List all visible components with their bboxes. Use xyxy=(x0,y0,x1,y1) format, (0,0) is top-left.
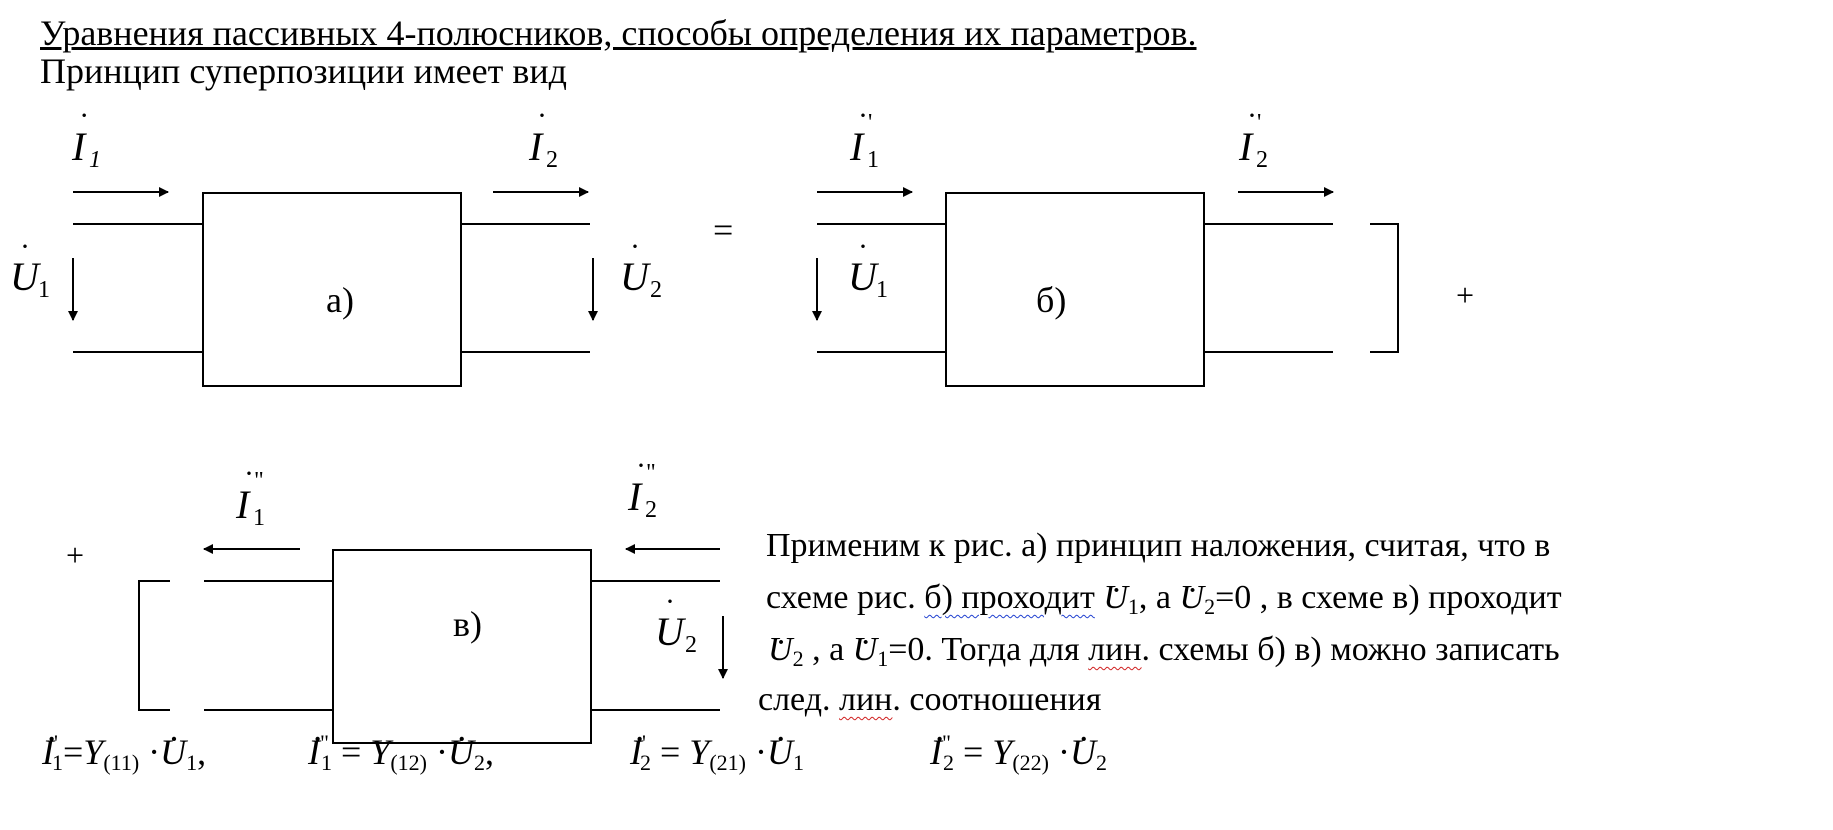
svg-text:U: U xyxy=(848,254,880,299)
page-subtitle: Принцип суперпозиции имеет вид xyxy=(40,51,567,91)
svg-text:I: I xyxy=(849,124,865,169)
svg-text:": " xyxy=(646,460,656,486)
svg-text:·: · xyxy=(244,457,254,490)
equation-4: ·I"2 = Y(22) ··U2 xyxy=(930,719,1107,775)
plus-sign-left: + xyxy=(66,537,84,573)
diagram-b-box xyxy=(945,192,1205,387)
paragraph-line-3: ·U2 , а ·U1=0. Тогда для лин. схемы б) в… xyxy=(768,624,1560,671)
svg-text:2: 2 xyxy=(1256,147,1268,173)
svg-text:U: U xyxy=(620,254,652,299)
equals-sign: = xyxy=(713,210,733,250)
diagram-b xyxy=(812,187,1399,387)
diagram-b-i1-label: I · 1 ' xyxy=(849,99,879,173)
svg-text:': ' xyxy=(1257,110,1261,136)
plus-sign-right: + xyxy=(1456,277,1474,313)
diagram-b-label: б) xyxy=(1036,280,1066,320)
diagram-b-i2-label: I · 2 ' xyxy=(1238,99,1268,173)
paragraph-line-1: Применим к рис. а) принцип наложения, сч… xyxy=(766,527,1551,564)
diagram-c-i2-label: I · 2 " xyxy=(627,449,657,523)
svg-text:U: U xyxy=(655,609,687,654)
diagram-c-i1-label: I · 1 " xyxy=(235,457,265,531)
svg-text:1: 1 xyxy=(876,277,888,303)
svg-text:·: · xyxy=(858,99,868,132)
svg-text:1: 1 xyxy=(253,505,265,531)
svg-text:1: 1 xyxy=(89,147,101,173)
svg-text:I: I xyxy=(235,482,251,527)
svg-text:2: 2 xyxy=(546,147,558,173)
svg-text:2: 2 xyxy=(650,277,662,303)
svg-text:·: · xyxy=(20,230,30,263)
svg-text:2: 2 xyxy=(685,632,697,658)
diagram-a-u1-label: U · 1 xyxy=(10,230,50,303)
svg-text:·: · xyxy=(665,585,675,618)
diagram-a-i2-label: I · 2 xyxy=(528,99,558,173)
svg-text:": " xyxy=(254,468,264,494)
page-title: Уравнения пассивных 4-полюсников, способ… xyxy=(40,13,1197,53)
svg-text:U: U xyxy=(10,254,42,299)
diagram-b-u1-label: U · 1 xyxy=(848,230,888,303)
diagram-a-label: а) xyxy=(326,280,354,320)
equation-2: ·I"1 = Y(12) ··U2, xyxy=(308,719,494,775)
svg-text:': ' xyxy=(868,110,872,136)
paragraph-line-4: след. лин. соотношения xyxy=(758,681,1102,718)
svg-text:1: 1 xyxy=(867,147,879,173)
svg-text:·: · xyxy=(858,230,868,263)
equation-3: ·I'2 = Y(21) ··U1 xyxy=(630,719,804,775)
diagram-a-box xyxy=(202,192,462,387)
diagram-c-u2-label: U · 2 xyxy=(655,585,697,658)
svg-text:·: · xyxy=(636,449,646,482)
svg-text:·: · xyxy=(1247,99,1257,132)
svg-text:1: 1 xyxy=(38,277,50,303)
diagram-c-box xyxy=(332,549,592,744)
equation-1: ·I'1=Y(11) ··U1, xyxy=(42,719,207,775)
diagram-b-short-circuit xyxy=(1370,223,1399,353)
diagram-c-short-circuit xyxy=(138,580,170,711)
spellcheck-underlined-text: б) проходит xyxy=(924,579,1095,616)
svg-text:I: I xyxy=(1238,124,1254,169)
u2-symbol: ·U xyxy=(768,624,793,668)
spellcheck-underlined-text: лин xyxy=(1088,631,1142,668)
diagram-a-u2-label: U · 2 xyxy=(620,230,662,303)
svg-text:I: I xyxy=(528,124,544,169)
diagram-a xyxy=(68,187,598,387)
u2-symbol: ·U xyxy=(1179,572,1205,616)
diagram-c-label: в) xyxy=(453,604,482,644)
svg-text:·: · xyxy=(537,99,547,132)
svg-text:I: I xyxy=(627,474,643,519)
diagram-c xyxy=(138,544,728,744)
svg-text:·: · xyxy=(630,230,640,263)
u1-symbol: ·U xyxy=(1103,572,1128,616)
svg-text:I: I xyxy=(71,124,87,169)
u1-symbol: ·U xyxy=(852,624,878,668)
spellcheck-underlined-text: лин xyxy=(839,681,893,718)
paragraph-line-2: схеме рис. б) проходит ·U1, а ·U2=0 , в … xyxy=(766,572,1562,619)
diagram-a-i1-label: I · 1 xyxy=(71,99,101,173)
svg-text:2: 2 xyxy=(645,497,657,523)
svg-text:·: · xyxy=(80,99,88,132)
